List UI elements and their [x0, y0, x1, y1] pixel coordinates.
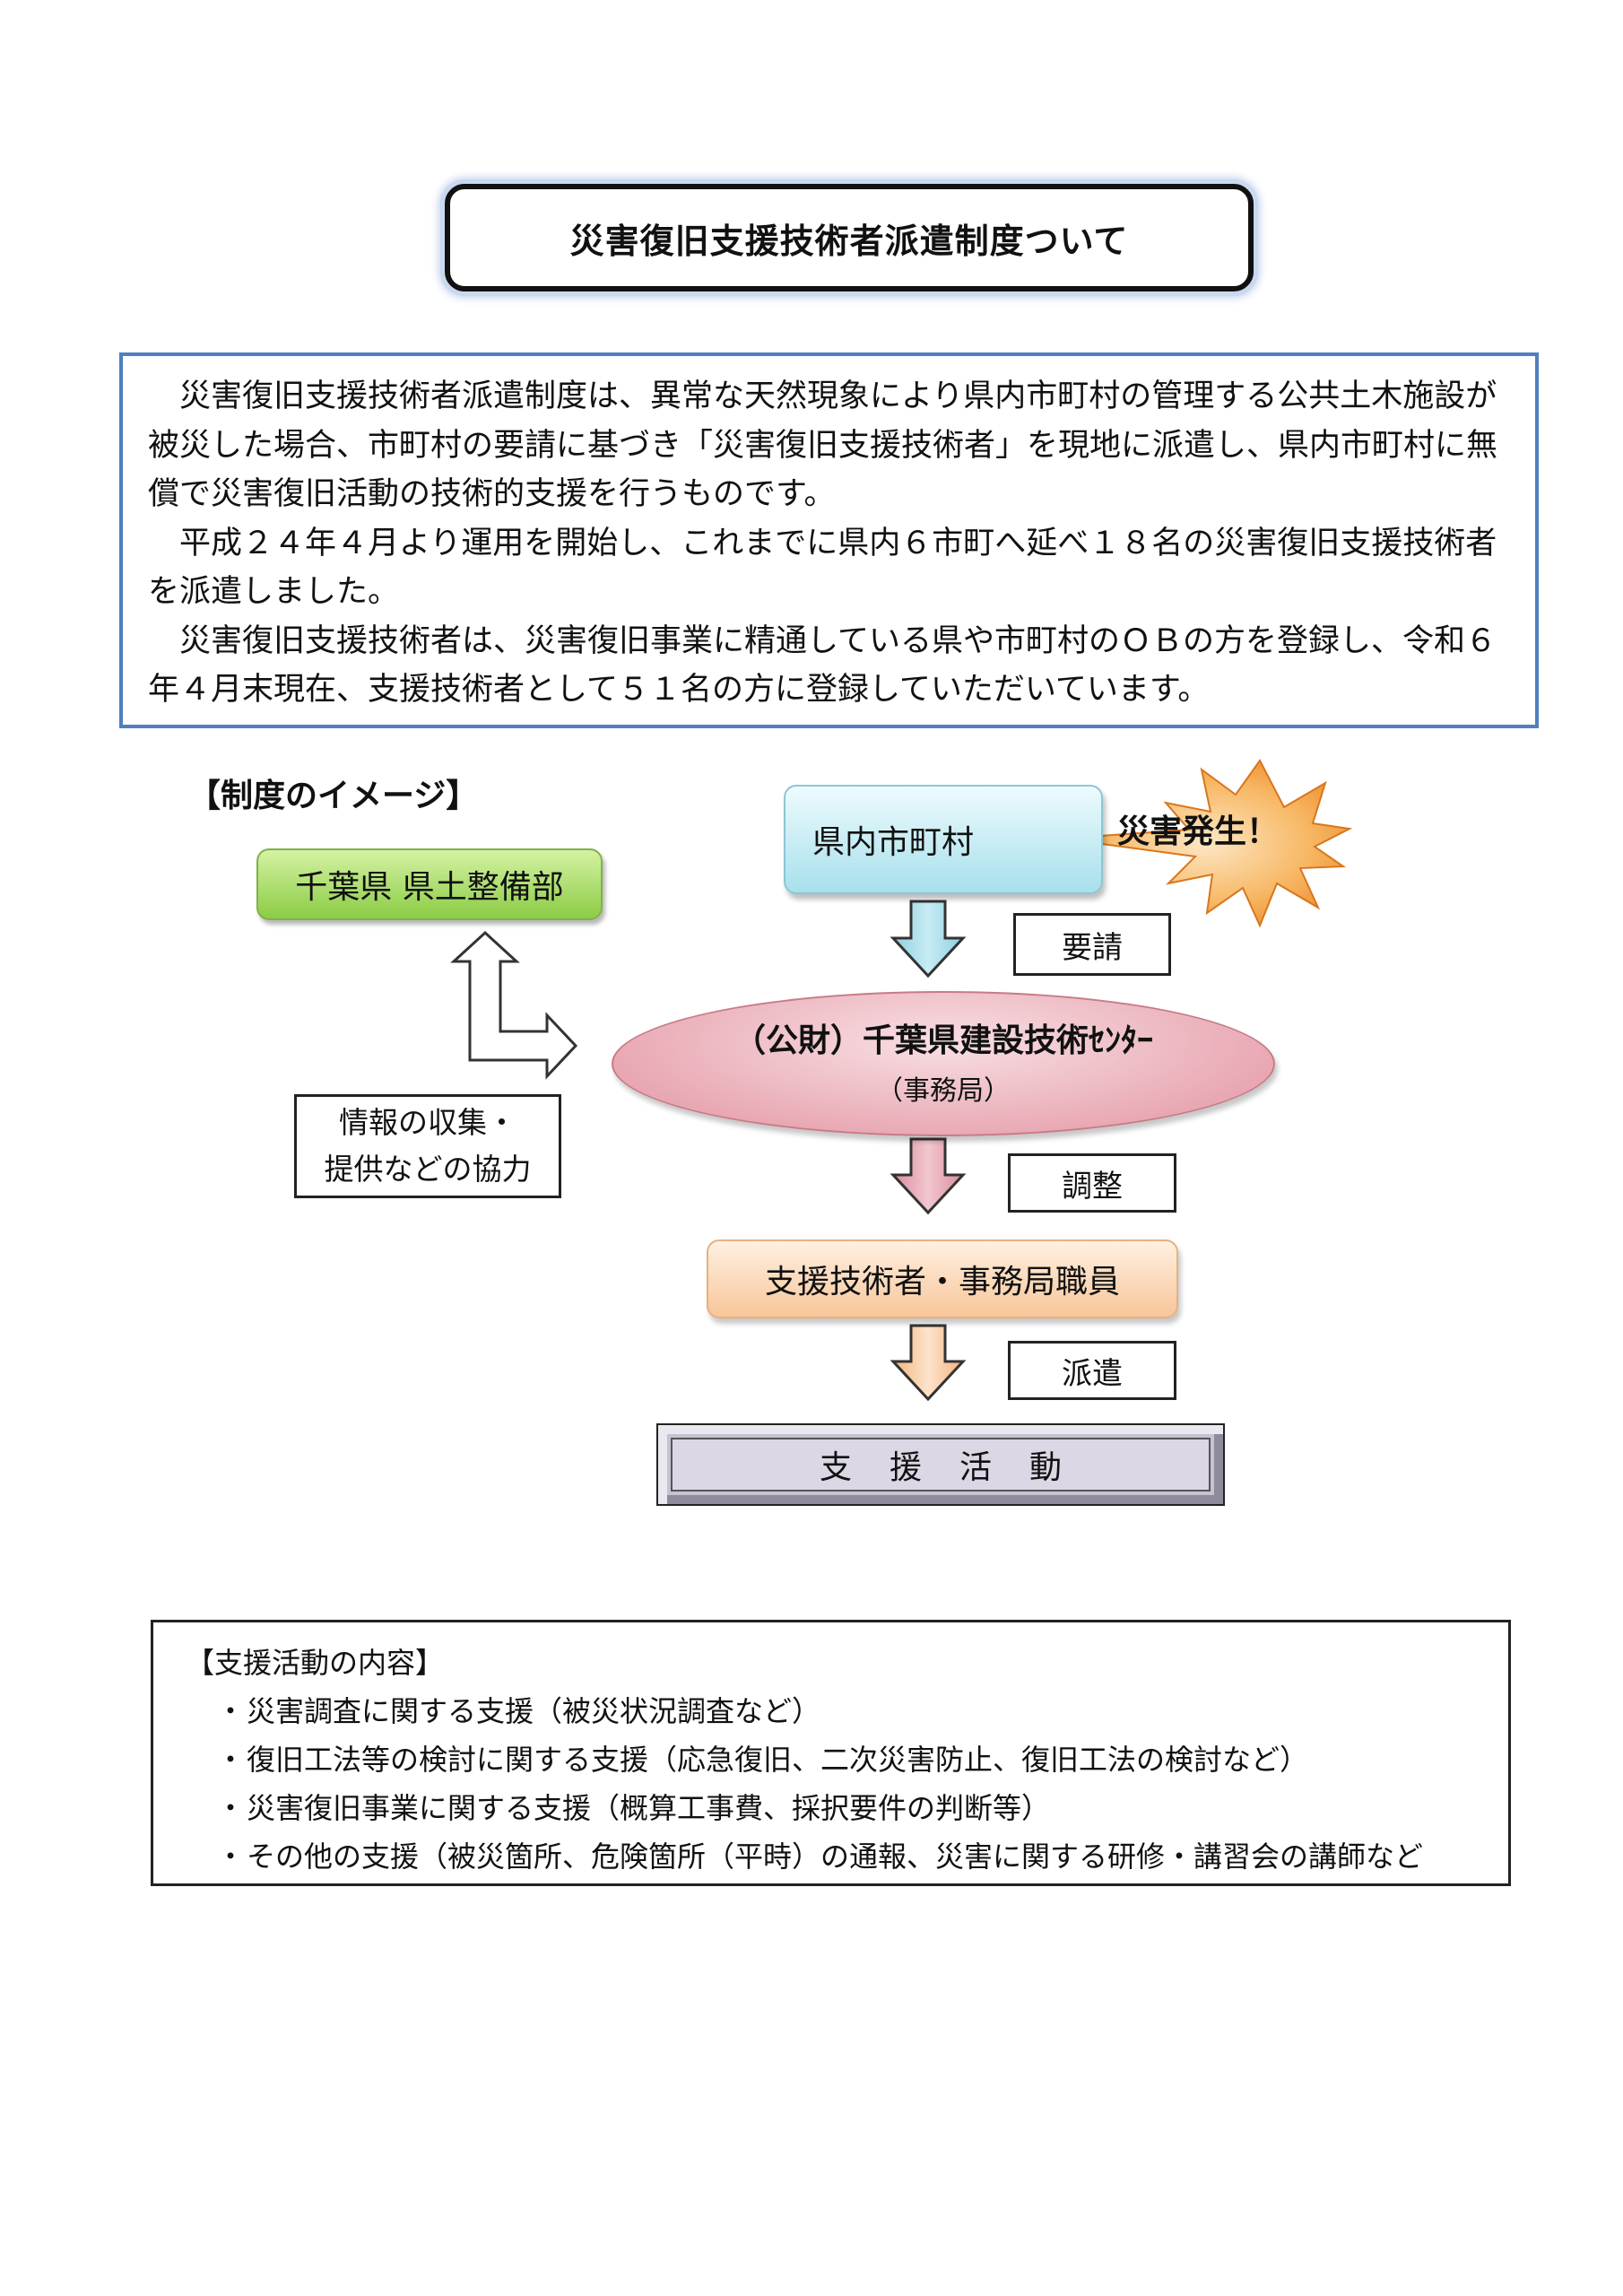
disaster-burst-label: 災害発生！	[1116, 813, 1279, 850]
request-label: 要請	[1013, 913, 1171, 976]
list-item: 災害復旧事業に関する支援（概算工事費、採択要件の判断等）	[216, 1784, 1487, 1832]
adjust-label: 調整	[1008, 1153, 1176, 1213]
info-label-line-2: 提供などの協力	[324, 1152, 532, 1187]
center-name: （公財）千葉県建設技術ｾﾝﾀｰ	[733, 1022, 1153, 1059]
arrow-down-dispatch	[890, 1324, 967, 1402]
intro-paragraph-1: 災害復旧支援技術者派遣制度は、異常な天然現象により県内市町村の管理する公共土木施…	[148, 378, 1498, 512]
center-sub: （事務局）	[876, 1075, 1011, 1107]
intro-paragraph-2: 平成２４年４月より運用を開始し、これまでに県内６市町へ延べ１８名の災害復旧支援技…	[148, 525, 1497, 611]
chiba-prefecture-box: 千葉県 県土整備部	[256, 848, 603, 920]
municipalities-box: 県内市町村	[784, 785, 1103, 894]
dispatch-label: 派遣	[1008, 1341, 1176, 1400]
arrow-bidirectional-chiba-center	[450, 930, 578, 1080]
arrow-down-adjust	[890, 1137, 967, 1215]
intro-box: 災害復旧支援技術者派遣制度は、異常な天然現象により県内市町村の管理する公共土木施…	[119, 352, 1539, 728]
activity-label: 支援活動	[671, 1438, 1211, 1492]
arrow-down-request	[890, 900, 967, 978]
info-cooperation-label: 情報の収集・ 提供などの協力	[294, 1094, 561, 1198]
support-content-list: 災害調査に関する支援（被災状況調査など） 復旧工法等の検討に関する支援（応急復旧…	[186, 1687, 1487, 1881]
support-content-heading: 【支援活動の内容】	[186, 1646, 445, 1680]
disaster-burst-shape	[1061, 759, 1353, 928]
info-label-line-1: 情報の収集・	[339, 1105, 516, 1140]
diagram-section-label: 【制度のイメージ】	[188, 778, 479, 814]
list-item: 復旧工法等の検討に関する支援（応急復旧、二次災害防止、復旧工法の検討など）	[216, 1735, 1487, 1784]
center-ellipse: （公財）千葉県建設技術ｾﾝﾀｰ （事務局）	[612, 991, 1275, 1136]
support-content-box: 【支援活動の内容】 災害調査に関する支援（被災状況調査など） 復旧工法等の検討に…	[151, 1620, 1511, 1886]
staff-box: 支援技術者・事務局職員	[707, 1239, 1178, 1318]
list-item: 災害調査に関する支援（被災状況調査など）	[216, 1687, 1487, 1735]
page-title: 災害復旧支援技術者派遣制度ついて	[445, 184, 1254, 291]
list-item: その他の支援（被災箇所、危険箇所（平時）の通報、災害に関する研修・講習会の講師な…	[216, 1832, 1487, 1881]
intro-paragraph-3: 災害復旧支援技術者は、災害復旧事業に精通している県や市町村のＯＢの方を登録し、令…	[148, 622, 1497, 709]
